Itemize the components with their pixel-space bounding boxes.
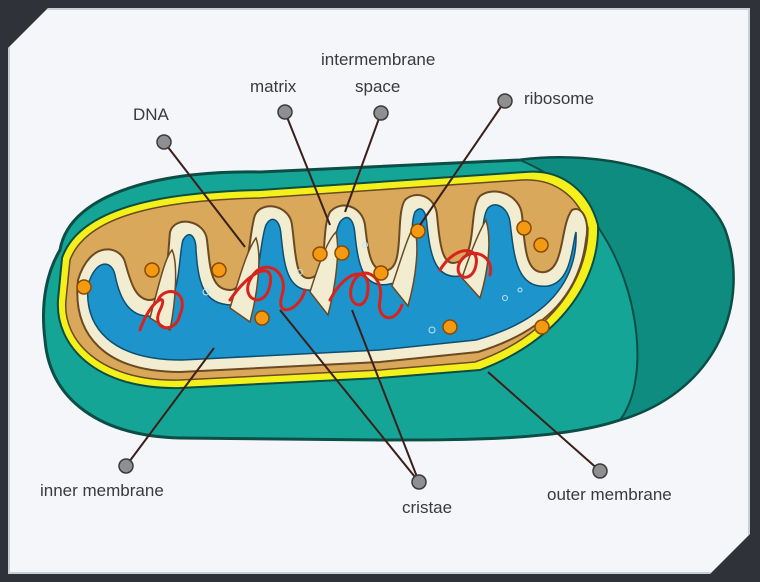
label-inner-membrane: inner membrane bbox=[40, 481, 164, 500]
label-cristae: cristae bbox=[402, 498, 453, 517]
inner-membrane-pointer-dot bbox=[118, 458, 134, 474]
ribosome-pointer-dot bbox=[497, 93, 513, 109]
dna-strands bbox=[138, 249, 493, 332]
dna-pointer-dot bbox=[156, 134, 172, 150]
label-ribosome: ribosome bbox=[524, 89, 594, 108]
pointer-dots bbox=[118, 93, 608, 490]
label-intermembrane-line2: space bbox=[355, 77, 401, 96]
label-dna: DNA bbox=[133, 105, 169, 124]
matrix-granules bbox=[202, 242, 523, 334]
matrix-pointer-dot bbox=[277, 104, 293, 120]
intermembrane-pointer-dot bbox=[373, 105, 389, 121]
ribosomes bbox=[76, 220, 550, 335]
label-outer-membrane: outer membrane bbox=[547, 485, 672, 504]
cristae-pointer-dot bbox=[411, 474, 427, 490]
label-intermembrane-line1: intermembrane bbox=[321, 50, 436, 69]
outer-membrane-pointer-dot bbox=[592, 463, 608, 479]
pointer-lines bbox=[125, 100, 601, 483]
label-matrix: matrix bbox=[250, 77, 297, 96]
